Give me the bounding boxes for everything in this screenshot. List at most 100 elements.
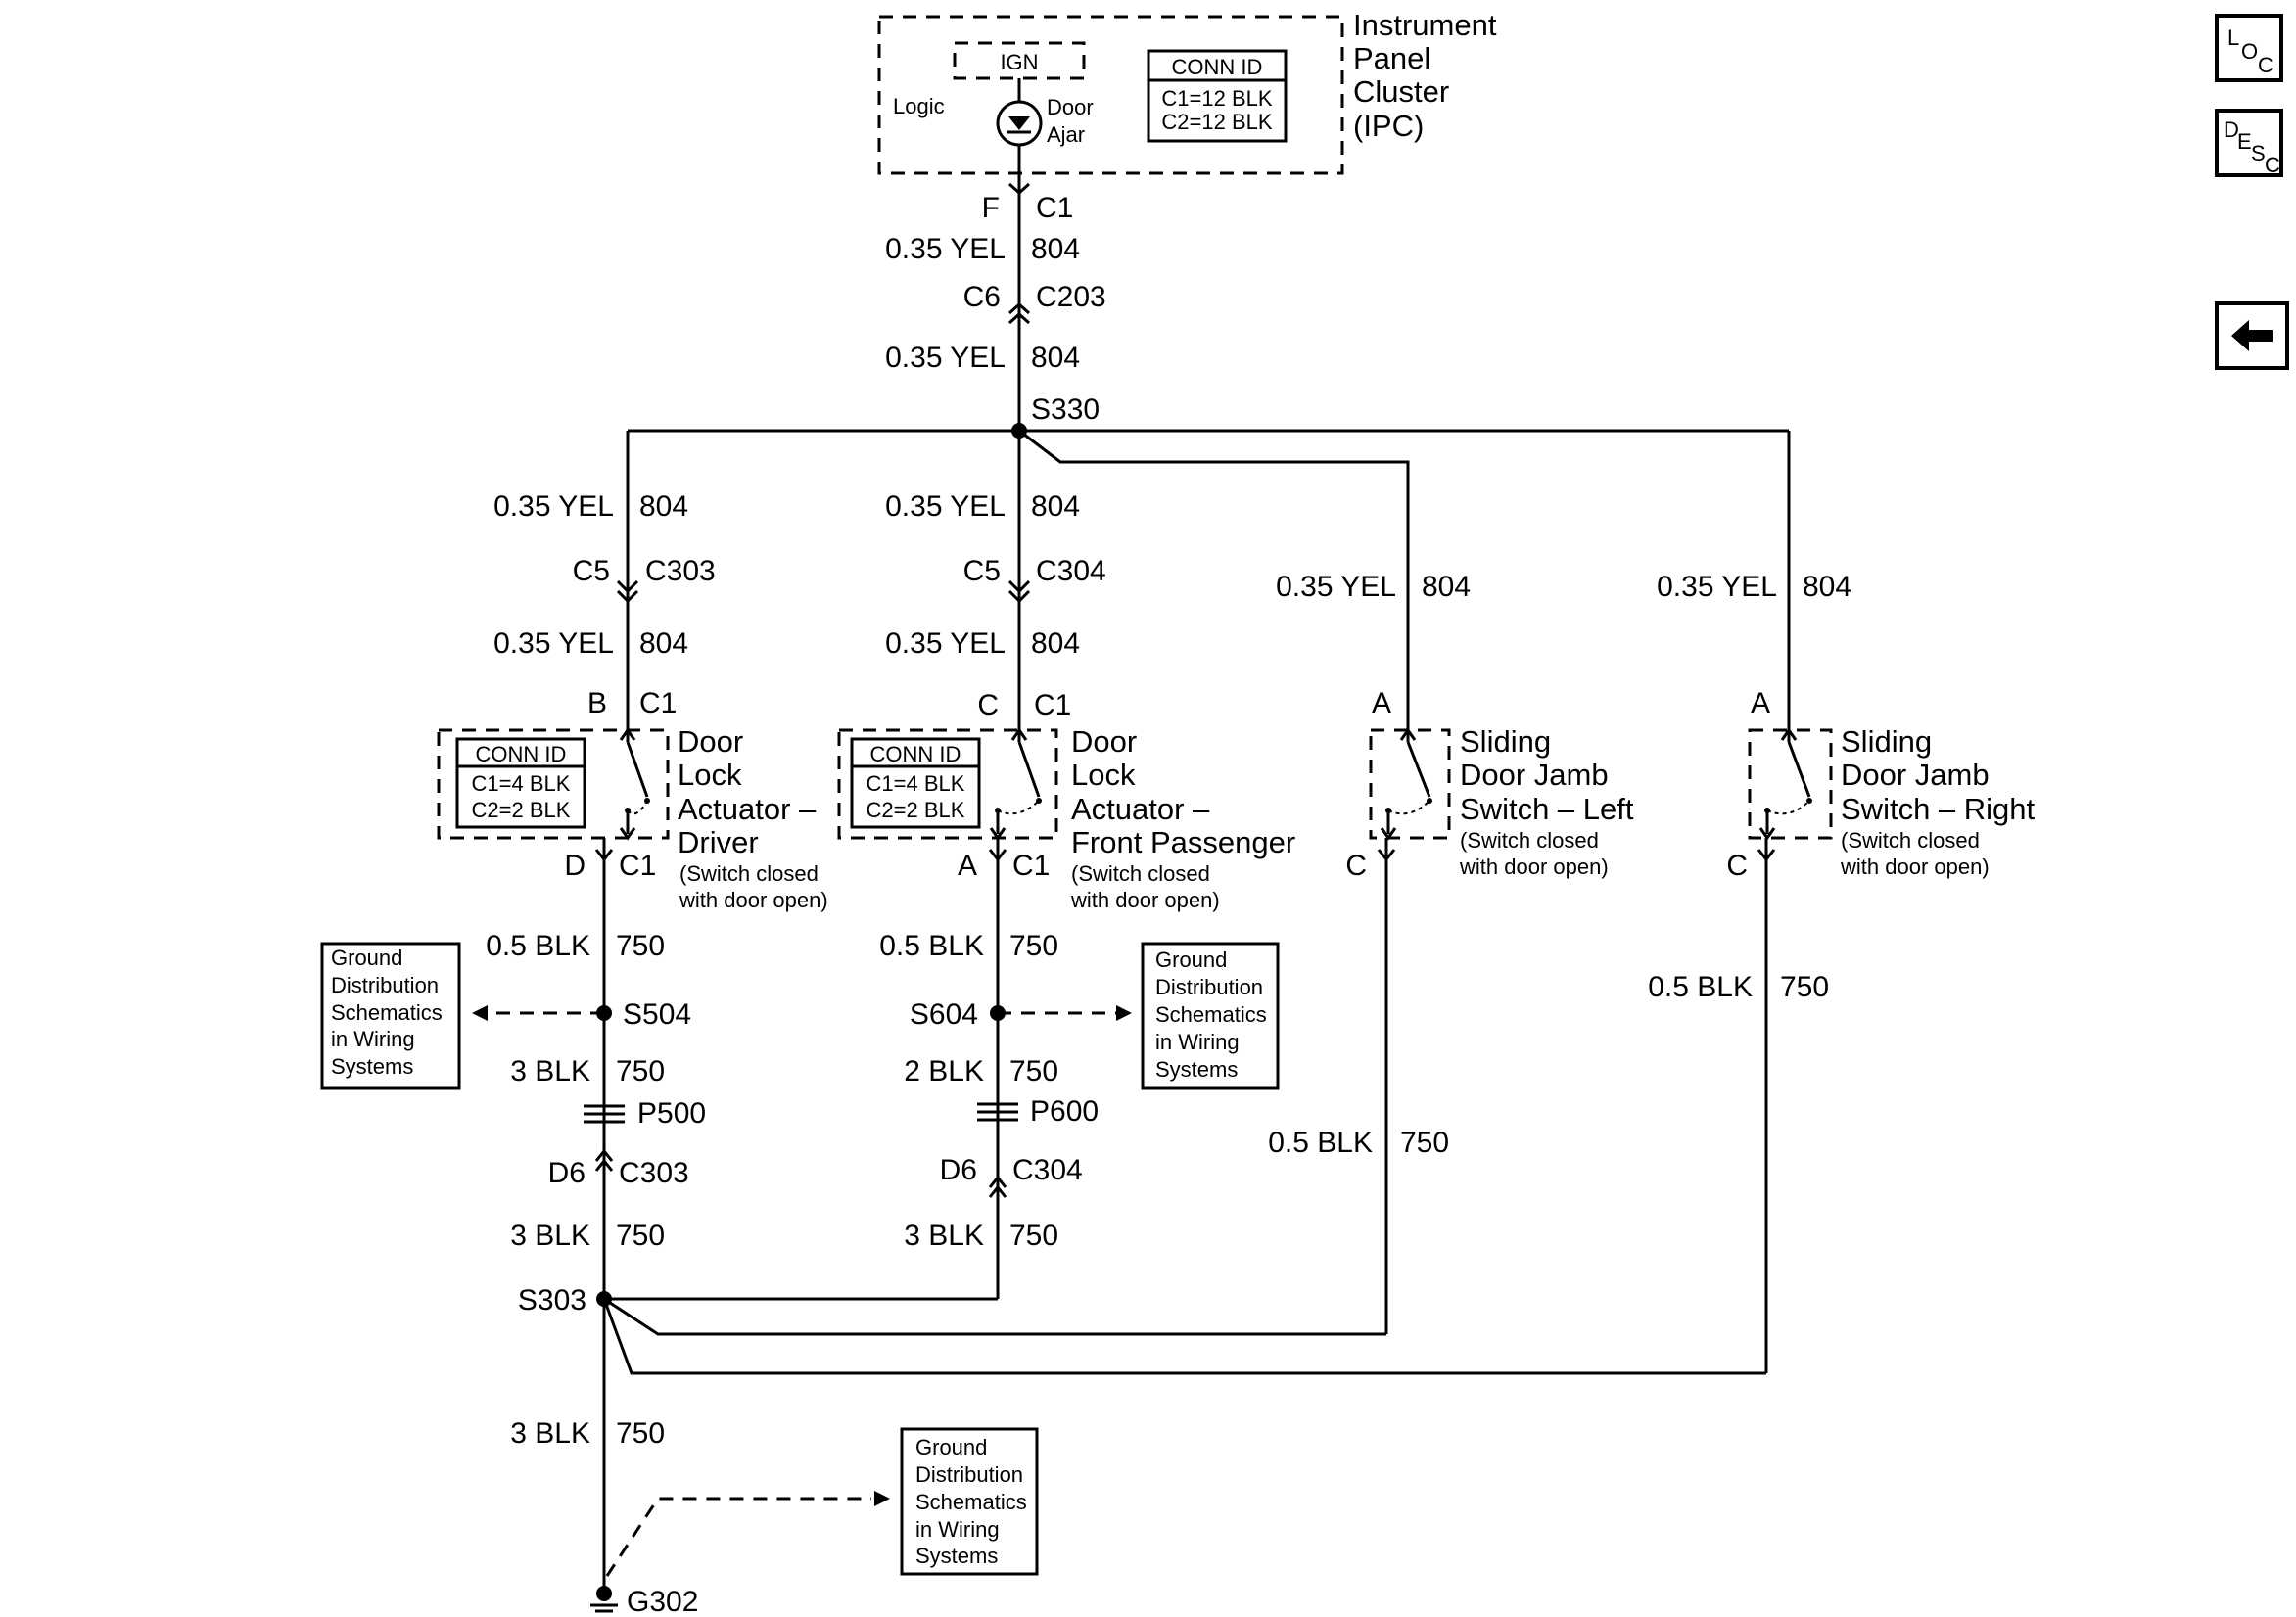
ipc-connector-icon — [1007, 182, 1031, 196]
trunk-wire2-gauge: 0.35 YEL — [885, 342, 1006, 374]
driver-ground-ref-line-3: Schematics — [331, 1000, 443, 1025]
ground-ref-line-1: Ground — [915, 1435, 987, 1459]
loc-letter-c: C — [2258, 53, 2273, 77]
driver-conn-id-title: CONN ID — [476, 742, 567, 766]
ign-box — [953, 41, 1086, 80]
passenger-wire2-circuit: 804 — [1031, 627, 1080, 660]
desc-letter-d: D — [2224, 117, 2239, 142]
passenger-note-line-2: with door open) — [1070, 888, 1220, 912]
p600-label: P600 — [1030, 1095, 1099, 1128]
slide-right-top-pin: A — [1751, 687, 1770, 719]
left-arrow-icon — [2231, 320, 2273, 351]
ground-ref-box[interactable] — [900, 1427, 1039, 1576]
ipc-connector-label: C1 — [1036, 192, 1073, 224]
passenger-c304-d6-connector-icon — [988, 1175, 1007, 1188]
passenger-wire4-gauge: 2 BLK — [904, 1055, 984, 1087]
ipc-conn-id-title: CONN ID — [1172, 55, 1263, 79]
desc-letter-e: E — [2237, 129, 2252, 154]
driver-wire1-circuit: 804 — [639, 490, 688, 523]
slide-left-switch-outline — [1369, 728, 1451, 840]
s330-splice-label: S330 — [1031, 393, 1100, 426]
slide-right-note-line-1: (Switch closed — [1841, 828, 1980, 853]
passenger-c304-conn: C304 — [1036, 555, 1106, 587]
driver-wire5-circuit: 750 — [616, 1220, 665, 1252]
driver-ground-ref-box[interactable] — [320, 942, 461, 1090]
loc-button[interactable]: L O C — [2215, 14, 2283, 82]
driver-wire5-gauge: 3 BLK — [510, 1220, 590, 1252]
slide-left-wire2-circuit: 750 — [1400, 1127, 1449, 1159]
passenger-c304-pin: C5 — [963, 555, 1001, 587]
slide-left-switch-icon — [1380, 726, 1432, 841]
door-ajar-line-1: Door — [1047, 95, 1094, 119]
passenger-name-line-2: Lock — [1071, 758, 1136, 792]
ipc-title-line-2: Panel — [1353, 41, 1430, 75]
c203-connector-label: C203 — [1036, 281, 1106, 313]
c203-pin-label: C6 — [963, 281, 1001, 313]
driver-switch-icon — [619, 726, 650, 841]
driver-bot-conn: C1 — [619, 850, 656, 882]
c304-connector-icon — [1007, 579, 1031, 594]
driver-c303-d6-conn: C303 — [619, 1157, 689, 1189]
driver-top-pin: B — [587, 687, 607, 719]
slide-right-bot-pin: C — [1726, 850, 1748, 882]
trunk-wire1-gauge: 0.35 YEL — [885, 233, 1006, 265]
ipc-logic-label: Logic — [893, 94, 945, 118]
passenger-wire5-gauge: 3 BLK — [904, 1220, 984, 1252]
slide-right-name-line-2: Door Jamb — [1841, 758, 1990, 792]
slide-left-name-line-1: Sliding — [1460, 724, 1551, 759]
trunk-wire1-circuit: 804 — [1031, 233, 1080, 265]
ipc-conn-id-box — [1147, 49, 1288, 143]
driver-c303-conn: C303 — [645, 555, 716, 587]
slide-left-wire1-gauge: 0.35 YEL — [1276, 571, 1396, 603]
driver-ground-ref-line-2: Distribution — [331, 973, 439, 997]
passenger-wire2-gauge: 0.35 YEL — [885, 627, 1006, 660]
ipc-title-line-4: (IPC) — [1353, 109, 1424, 143]
door-ajar-line-2: Ajar — [1047, 122, 1085, 147]
driver-bot-pin: D — [564, 850, 586, 882]
g302-label: G302 — [627, 1586, 698, 1617]
ground-ref-line-2: Distribution — [915, 1462, 1023, 1487]
passenger-wire3-circuit: 750 — [1009, 930, 1058, 962]
driver-name-line-3: Actuator – — [678, 792, 817, 826]
ground-ref-line-4: in Wiring — [915, 1517, 1000, 1542]
ground-circuit: S303 3 BLK 750 G302 Ground Distribution … — [510, 1284, 1039, 1617]
c203-inline-connector-icon — [1007, 301, 1031, 325]
driver-name-line-1: Door — [678, 724, 743, 759]
ground-ref-line-3: Schematics — [915, 1490, 1027, 1514]
driver-note-line-2: with door open) — [679, 888, 828, 912]
passenger-wire1-gauge: 0.35 YEL — [885, 490, 1006, 523]
desc-button[interactable]: D E S C — [2215, 109, 2283, 177]
driver-wire4-circuit: 750 — [616, 1055, 665, 1087]
slide-right-wire1-gauge: 0.35 YEL — [1657, 571, 1777, 603]
passenger-wire5-circuit: 750 — [1009, 1220, 1058, 1252]
trunk-circuit: F C1 0.35 YEL 804 C6 C203 0.35 YEL 804 S… — [885, 174, 1106, 439]
passenger-wire4-circuit: 750 — [1009, 1055, 1058, 1087]
passenger-ground-ref-box[interactable] — [1141, 942, 1280, 1090]
door-ajar-indicator-icon — [996, 78, 1043, 174]
driver-actuator-outline — [437, 728, 670, 840]
slide-left-note-line-2: with door open) — [1459, 855, 1609, 879]
slide-left-wire1-circuit: 804 — [1422, 571, 1471, 603]
passenger-conn-id-box — [850, 737, 981, 829]
slide-right-note-line-2: with door open) — [1840, 855, 1990, 879]
passenger-switch-icon — [989, 726, 1042, 841]
driver-wire3-gauge: 0.5 BLK — [486, 930, 590, 962]
passenger-name-line-4: Front Passenger — [1071, 825, 1295, 859]
passenger-c304-d6-pin: D6 — [940, 1154, 977, 1186]
ground-ref-arrow-icon — [874, 1491, 890, 1506]
slide-left-bot-pin: C — [1345, 850, 1367, 882]
driver-note-line-1: (Switch closed — [679, 861, 819, 886]
s303-splice-label: S303 — [518, 1284, 586, 1317]
back-button[interactable] — [2215, 301, 2289, 370]
driver-ground-ref-line-1: Ground — [331, 946, 402, 970]
passenger-ground-ref-line-1: Ground — [1155, 947, 1227, 972]
c303-connector-icon — [616, 579, 639, 594]
ground-wire-gauge: 3 BLK — [510, 1417, 590, 1450]
slide-left-note-line-1: (Switch closed — [1460, 828, 1599, 853]
desc-letter-s: S — [2251, 141, 2266, 165]
slide-right-switch-icon — [1758, 726, 1812, 841]
driver-wire2-circuit: 804 — [639, 627, 688, 660]
slide-right-wire2-circuit: 750 — [1780, 971, 1829, 1003]
driver-c303-pin: C5 — [573, 555, 610, 587]
p600-pass-thru-icon — [977, 1102, 1018, 1122]
